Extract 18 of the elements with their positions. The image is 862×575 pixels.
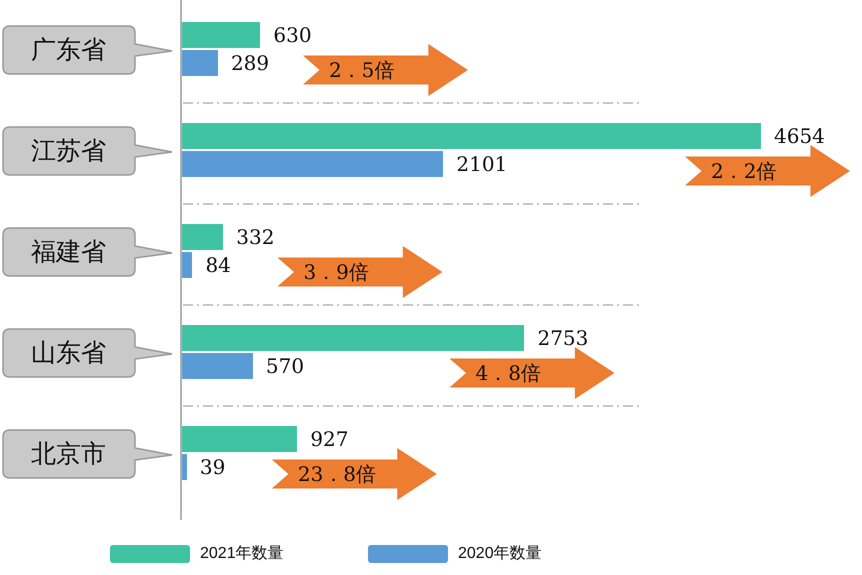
data-label: 39 bbox=[200, 454, 226, 480]
y-tick-label: 北京市 bbox=[30, 438, 107, 470]
legend-label: 2020年数量 bbox=[458, 544, 542, 564]
y-tick-label: 福建省 bbox=[30, 236, 107, 268]
legend-label: 2021年数量 bbox=[200, 544, 284, 564]
category-callout: 山东省 bbox=[2, 328, 174, 378]
data-label: 289 bbox=[230, 50, 270, 76]
data-label: 332 bbox=[236, 224, 274, 250]
category-callout: 北京市 bbox=[2, 429, 174, 479]
data-label: 2101 bbox=[456, 151, 508, 177]
data-label: 84 bbox=[205, 252, 231, 278]
data-label: 570 bbox=[266, 353, 304, 379]
category-callout: 广东省 bbox=[2, 25, 174, 75]
y-tick-label: 山东省 bbox=[30, 337, 107, 369]
y-tick-label: 江苏省 bbox=[30, 135, 107, 167]
y-tick-label: 广东省 bbox=[30, 34, 107, 66]
category-callout: 福建省 bbox=[2, 227, 174, 277]
category-callout: 江苏省 bbox=[2, 126, 174, 176]
